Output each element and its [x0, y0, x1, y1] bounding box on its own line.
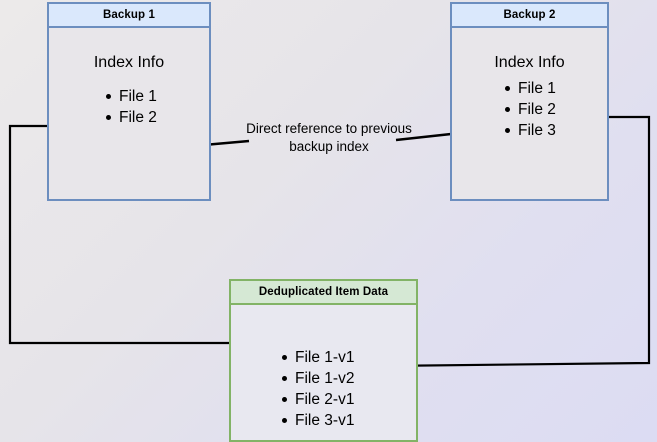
list-item[interactable]: File 3-v1: [281, 410, 354, 431]
box-backup2-header: Backup 2: [452, 4, 607, 28]
backup2-index-info-label: Index Info: [494, 54, 565, 71]
backup2-file-list: File 1 File 2 File 3: [504, 78, 556, 141]
edge-label-direct-reference: Direct reference to previous backup inde…: [246, 121, 412, 154]
list-item[interactable]: File 1-v1: [281, 347, 354, 368]
list-item[interactable]: File 2: [504, 99, 556, 120]
list-item[interactable]: File 3: [504, 120, 556, 141]
dedup-file-list: File 1-v1 File 1-v2 File 2-v1 File 3-v1: [281, 347, 354, 431]
list-item[interactable]: File 2: [105, 107, 157, 128]
box-backup1[interactable]: Backup 1 Index Info File 1 File 2: [47, 2, 211, 201]
list-item[interactable]: File 1: [504, 78, 556, 99]
box-deduplicated-item-data[interactable]: Deduplicated Item Data File 1-v1 File 1-…: [229, 279, 418, 442]
backup1-file-list: File 1 File 2: [105, 86, 157, 128]
list-item[interactable]: File 1: [105, 86, 157, 107]
list-item[interactable]: File 1-v2: [281, 368, 354, 389]
box-deduplicated-item-data-body: File 1-v1 File 1-v2 File 2-v1 File 3-v1: [231, 305, 416, 440]
backup1-index-info-label: Index Info: [93, 54, 165, 71]
box-backup1-body: Index Info File 1 File 2: [49, 28, 209, 199]
box-deduplicated-item-data-header: Deduplicated Item Data: [231, 281, 416, 305]
box-backup2-body: Index Info File 1 File 2 File 3: [452, 28, 607, 199]
box-backup2[interactable]: Backup 2 Index Info File 1 File 2 File 3: [450, 2, 609, 201]
list-item[interactable]: File 2-v1: [281, 389, 354, 410]
box-backup1-header: Backup 1: [49, 4, 209, 28]
